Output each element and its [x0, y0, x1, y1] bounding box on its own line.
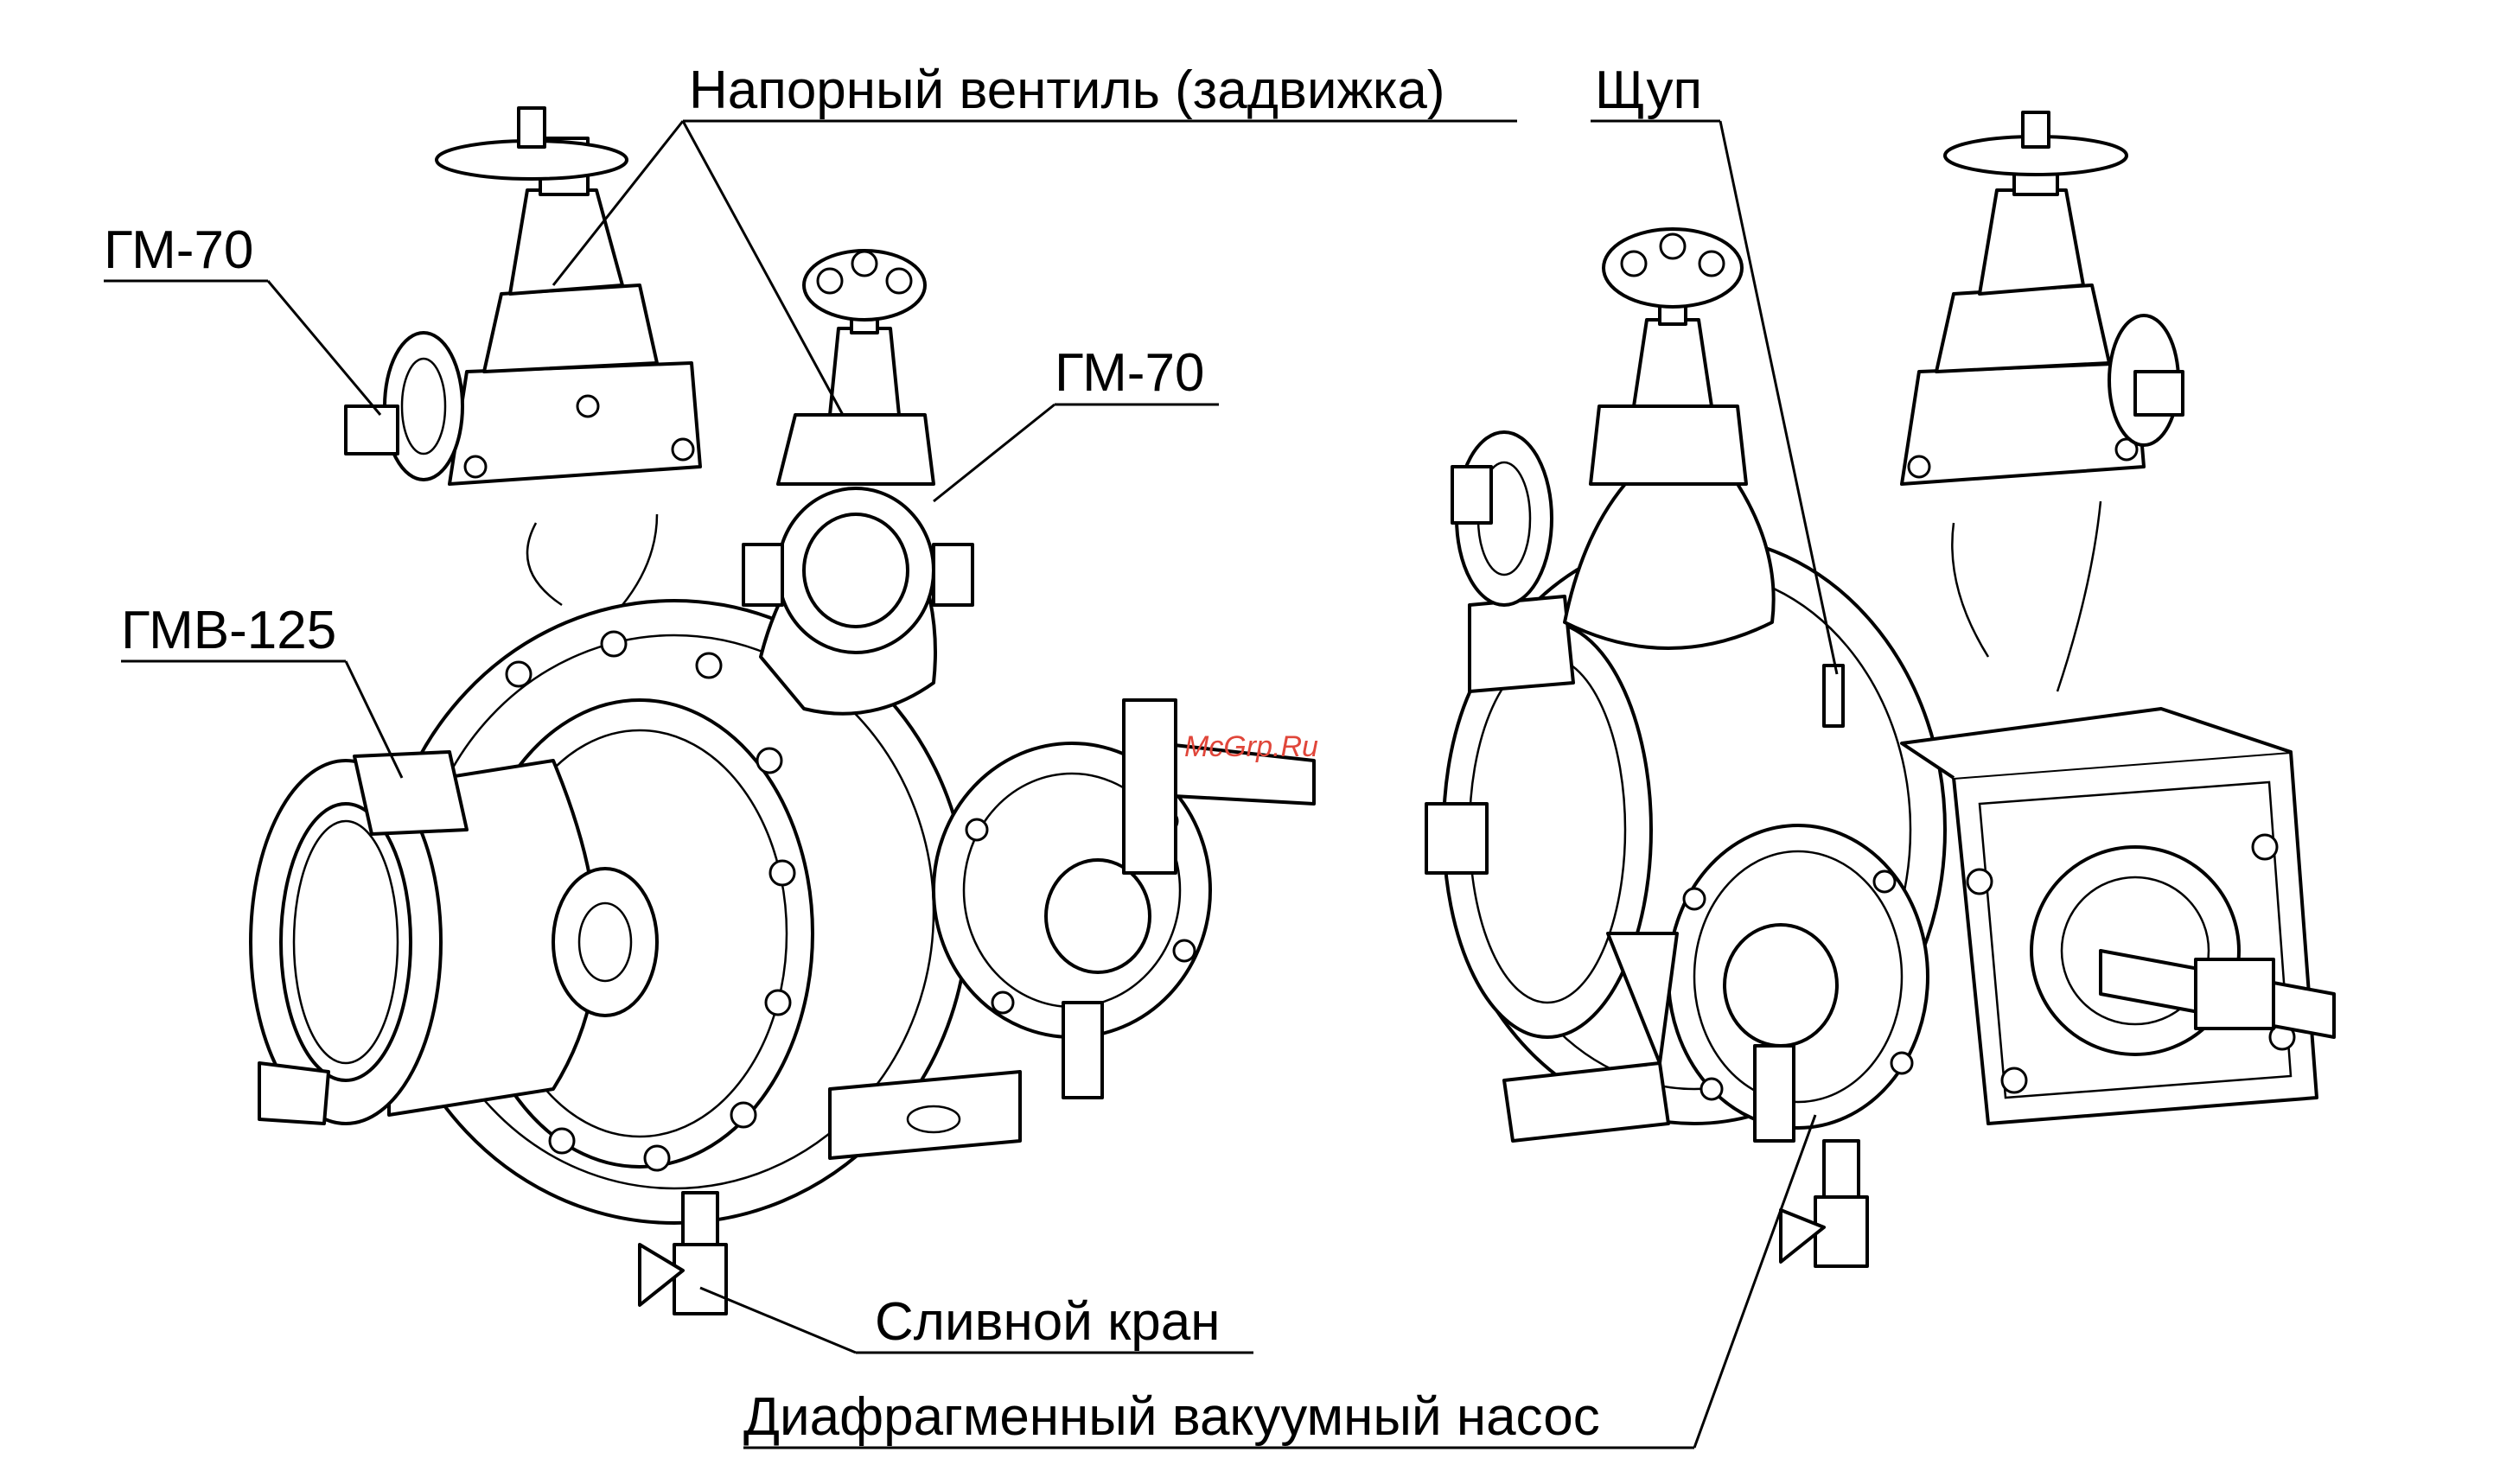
- gm70-left-coupling: [346, 333, 462, 480]
- label-vacuum-nasos: Диафрагменный вакуумный насос: [743, 1387, 1600, 1447]
- label-gmv125: ГМВ-125: [121, 601, 336, 660]
- label-slivnoi-kran: Сливной кран: [875, 1292, 1220, 1352]
- vacuum-pump-right: [1668, 825, 1928, 1141]
- pressure-valve-left: [437, 108, 700, 605]
- gm70-right-coupling: [2109, 315, 2183, 445]
- center-valve-right: [1565, 229, 1774, 648]
- label-gm70-center: ГМ-70: [1055, 343, 1204, 403]
- watermark: McGrp.Ru: [1184, 730, 1318, 763]
- pump-right-view: [1426, 112, 2334, 1266]
- coupling-right-left: [1452, 432, 1552, 605]
- pump-left-view: [251, 108, 1314, 1314]
- label-napornyi-ventil: Напорный вентиль (задвижка): [689, 61, 1445, 120]
- pressure-valve-right: [1902, 112, 2144, 691]
- center-valve: [778, 251, 934, 484]
- base-foot-right: [1504, 1063, 1668, 1141]
- label-gm70-left: ГМ-70: [104, 220, 253, 280]
- dipstick: [1824, 666, 1843, 726]
- label-shchup: Щуп: [1595, 61, 1702, 120]
- drain-cock-right: [1781, 1141, 1867, 1266]
- base-foot: [830, 1072, 1020, 1158]
